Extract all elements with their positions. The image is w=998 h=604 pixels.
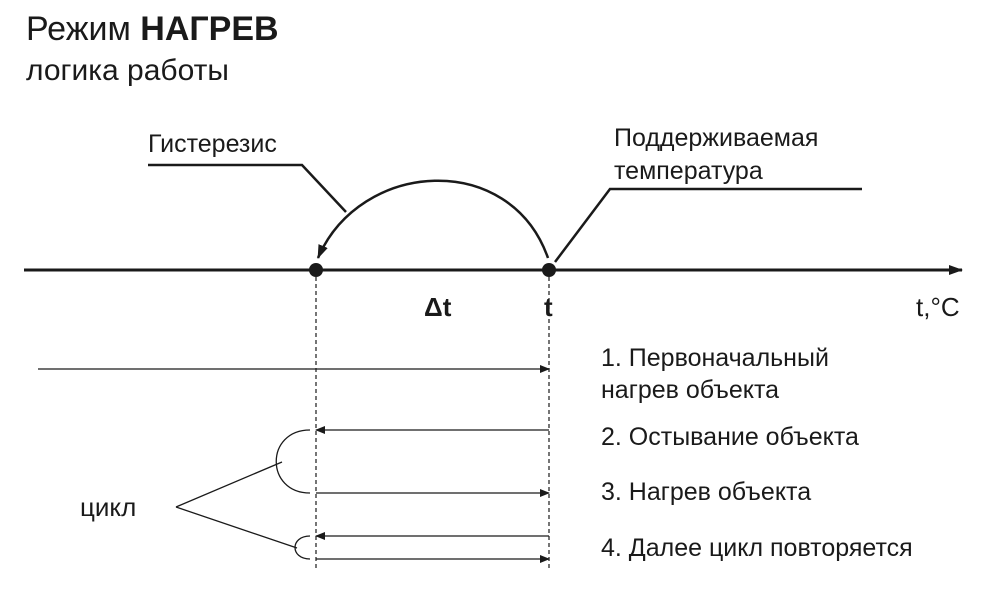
step-4-label: 4. Далее цикл повторяется	[601, 534, 913, 562]
cycle-bracket-repeat	[294, 535, 311, 560]
cycle-pointer-upper	[175, 461, 283, 508]
title-mode: НАГРЕВ	[140, 10, 279, 48]
cycle-label: цикл	[80, 492, 136, 522]
cycle-bracket-main	[275, 429, 311, 494]
axis-unit-label: t,°C	[916, 292, 960, 322]
maintained-temp-label-2: температура	[614, 157, 763, 185]
page-title: Режим НАГРЕВ	[26, 10, 279, 48]
delta-t-label: Δt	[424, 292, 452, 322]
step-3-label: 3. Нагрев объекта	[601, 478, 811, 506]
setpoint-t-label: t	[544, 292, 553, 322]
maintained-temp-label-1: Поддерживаемая	[614, 124, 818, 152]
step-1-line-1: 1. Первоначальный	[601, 344, 829, 372]
setpoint-point	[542, 263, 556, 277]
page-subtitle: логика работы	[26, 54, 229, 87]
cycle-pointer-lower	[175, 506, 298, 549]
hysteresis-label: Гистерезис	[148, 130, 277, 158]
hysteresis-leader	[148, 163, 347, 213]
hysteresis-arc	[316, 179, 550, 259]
step-2-label: 2. Остывание объекта	[601, 423, 859, 451]
step-1-line-2: нагрев объекта	[601, 376, 779, 404]
setpoint-leader	[554, 187, 862, 263]
hysteresis-point	[309, 263, 323, 277]
title-prefix: Режим	[26, 10, 131, 48]
